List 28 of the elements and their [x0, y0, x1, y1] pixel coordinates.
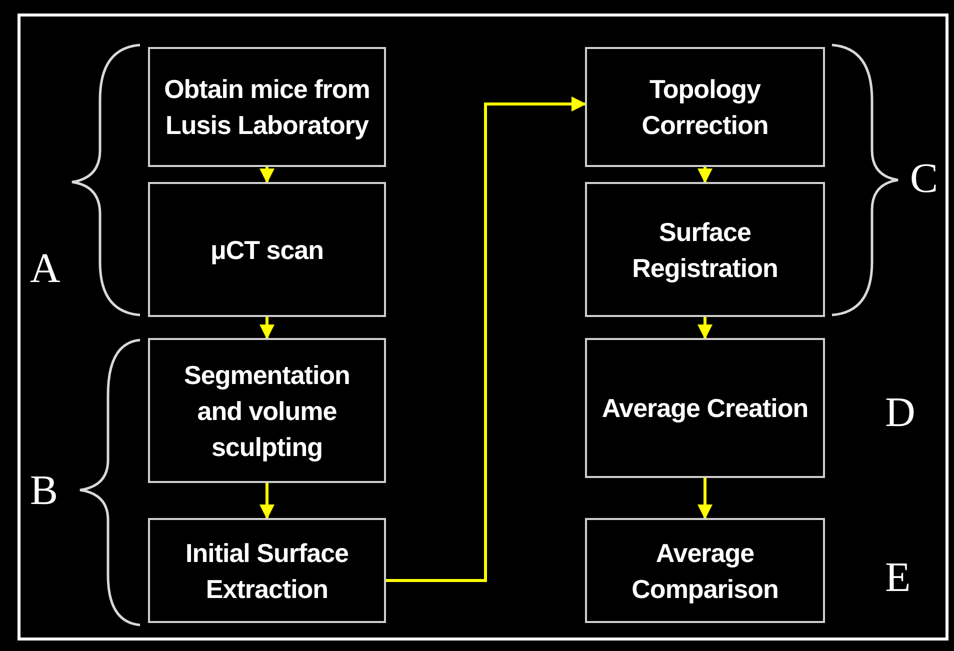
step-text: Topology Correction [640, 73, 770, 142]
process-box [148, 182, 386, 317]
process-box [148, 518, 386, 623]
section-letter: B [30, 470, 58, 512]
arrow [260, 167, 274, 184]
process-box [585, 47, 825, 167]
arrow [698, 478, 712, 520]
process-box [585, 338, 825, 478]
step-text: Average Comparison [630, 536, 780, 606]
step-text: Average Creation [602, 392, 808, 425]
arrow [260, 317, 274, 340]
step-text: Surface Registration [631, 216, 779, 284]
arrow [698, 167, 712, 184]
section-letter: D [885, 392, 916, 434]
arrow [260, 483, 274, 520]
process-box [585, 518, 825, 623]
section-letter: A [30, 248, 60, 290]
arrow [386, 96, 586, 582]
process-box [585, 182, 825, 317]
arrow [698, 317, 712, 340]
step-text: Obtain mice from Lusis Laboratory [164, 73, 370, 142]
process-box [148, 338, 386, 483]
step-text: Initial Surface Extraction [184, 536, 350, 606]
section-letter: C [910, 158, 938, 200]
section-letter: E [885, 557, 911, 599]
step-text: μCT scan [210, 234, 324, 266]
process-box [148, 47, 386, 167]
step-text: Segmentation and volume sculpting [183, 358, 351, 464]
